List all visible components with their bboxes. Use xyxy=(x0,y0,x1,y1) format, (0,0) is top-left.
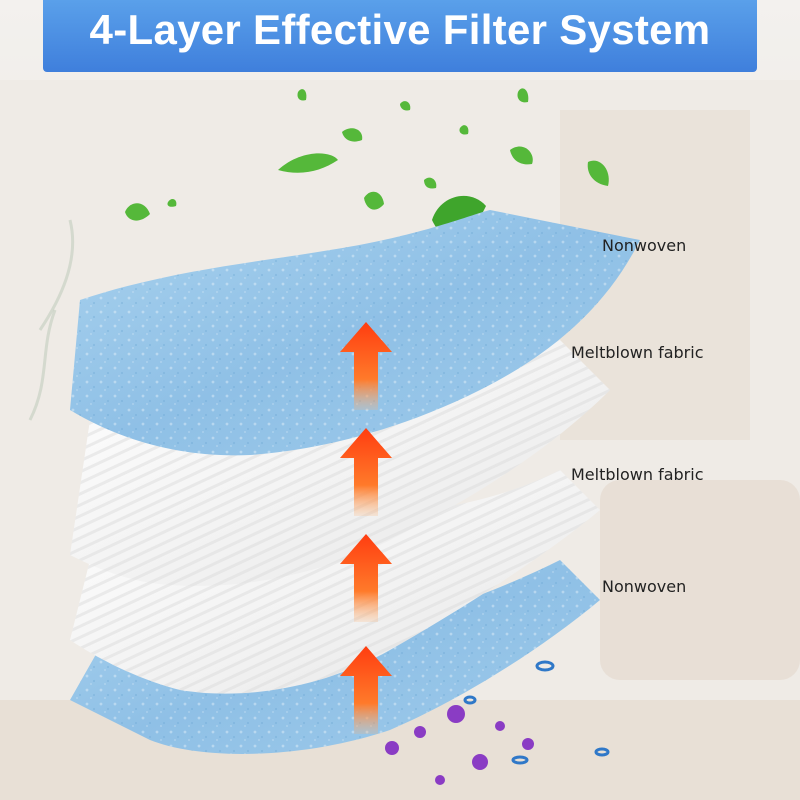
leaf-icon xyxy=(167,199,177,207)
layer-label-3: Meltblown fabric xyxy=(571,465,704,484)
particle-ring-icon xyxy=(594,747,610,757)
leaf-icon xyxy=(587,160,609,186)
leaf-icon xyxy=(364,191,384,210)
particle-ring-icon xyxy=(535,660,555,672)
virus-particle-icon xyxy=(522,738,534,750)
leaf-icon xyxy=(517,88,529,103)
particle-ring-icon xyxy=(511,755,529,765)
leaf-icon xyxy=(459,125,469,135)
up-arrow-icon xyxy=(340,322,392,410)
leaf-icon xyxy=(510,146,533,165)
leaf-icon xyxy=(424,177,437,189)
virus-particle-icon xyxy=(495,721,505,731)
leaf-icon xyxy=(297,89,307,101)
virus-particle-icon xyxy=(414,726,426,738)
virus-particle-icon xyxy=(447,705,465,723)
leaf-icon xyxy=(342,128,363,142)
title-banner: 4-Layer Effective Filter System xyxy=(43,0,757,72)
leaf-icon xyxy=(400,101,411,111)
layer-label-1: Nonwoven xyxy=(602,236,687,255)
layer-label-2: Meltblown fabric xyxy=(571,343,704,362)
virus-particle-icon xyxy=(472,754,488,770)
virus-particle-icon xyxy=(435,775,445,785)
page-title: 4-Layer Effective Filter System xyxy=(89,6,711,53)
leaf-icon xyxy=(278,153,338,173)
virus-particle-icon xyxy=(385,741,399,755)
particles xyxy=(385,660,610,785)
airflow-arrows xyxy=(340,322,392,734)
layer-label-4: Nonwoven xyxy=(602,577,687,596)
up-arrow-icon xyxy=(340,646,392,734)
up-arrow-icon xyxy=(340,428,392,516)
filter-layer-1 xyxy=(70,210,640,456)
leaf-icon xyxy=(125,203,150,221)
up-arrow-icon xyxy=(340,534,392,622)
particle-ring-icon xyxy=(463,695,477,705)
